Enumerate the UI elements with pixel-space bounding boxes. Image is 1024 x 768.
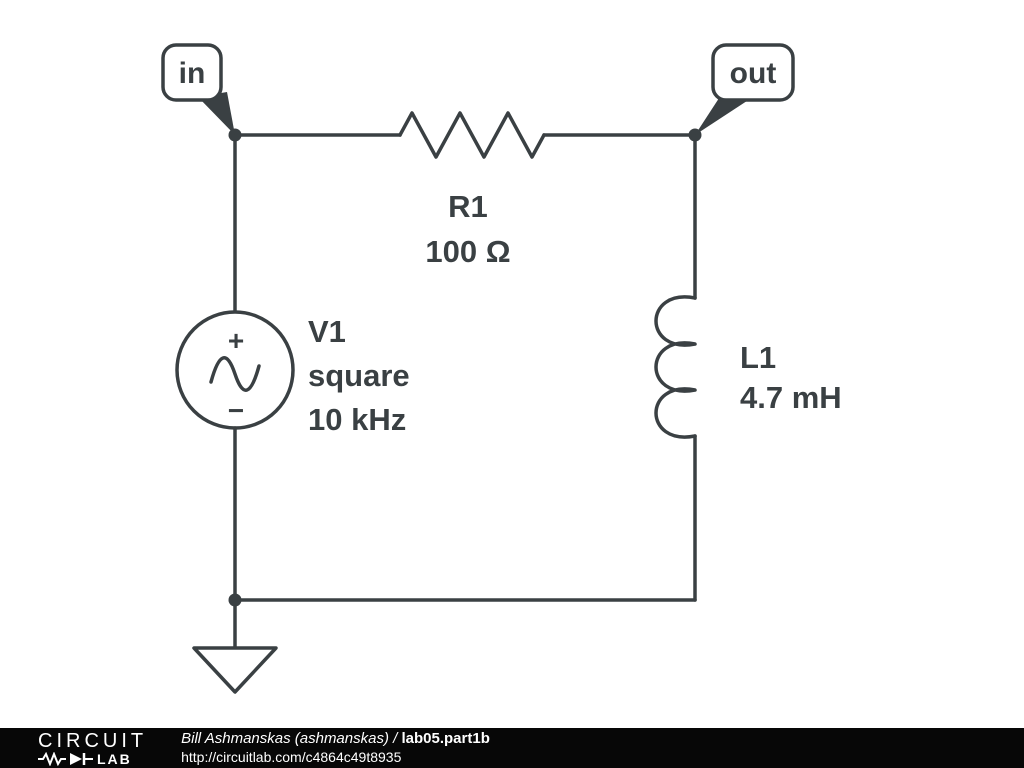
source-waveform: square xyxy=(308,358,410,393)
node-label-in-text: in xyxy=(179,57,206,90)
footer-separator: / xyxy=(388,729,402,747)
footer-meta: Bill Ashmanskas (ashmanskas) / lab05.par… xyxy=(181,730,490,766)
footer-bar: CIRCUIT LAB Bill Ashmanskas (ashmanskas)… xyxy=(0,728,1024,768)
sine-wave-icon xyxy=(209,356,261,392)
junction-dot xyxy=(228,593,242,607)
footer-schematic-title: lab05.part1b xyxy=(401,729,490,747)
node-label-in: in xyxy=(161,43,235,135)
source-plus-sign: + xyxy=(228,325,244,356)
resistor-name: R1 xyxy=(448,189,488,224)
footer-url: http://circuitlab.com/c4864c49t8935 xyxy=(181,748,402,765)
node-label-out-tail xyxy=(695,92,753,135)
node-label-in-box xyxy=(161,43,223,102)
source-name: V1 xyxy=(308,314,346,349)
footer-author: Bill Ashmanskas (ashmanskas) xyxy=(181,729,389,747)
node-label-out-box xyxy=(711,43,795,102)
ground-symbol xyxy=(192,646,278,694)
resistor-value: 100 Ω xyxy=(425,234,510,269)
circuitlab-logo-bottom: LAB xyxy=(38,750,147,767)
source-minus-sign: − xyxy=(228,395,244,426)
node-label-out-text: out xyxy=(730,57,777,90)
circuitlab-logo-lab-text: LAB xyxy=(97,750,132,767)
schematic-canvas: in out + − R1 100 Ω V1 square 10 kHz L1 … xyxy=(161,43,842,694)
node-label-out: out xyxy=(695,43,795,135)
inductor-name: L1 xyxy=(740,340,776,375)
resistor-squiggle-icon xyxy=(38,751,93,766)
footer-attribution-line: Bill Ashmanskas (ashmanskas) / lab05.par… xyxy=(181,730,490,749)
inductor-value: 4.7 mH xyxy=(740,380,842,415)
source-frequency: 10 kHz xyxy=(308,402,406,437)
node-label-in-tail xyxy=(198,92,235,135)
circuitlab-logo: CIRCUIT LAB xyxy=(38,731,147,766)
inductor-symbol xyxy=(654,295,697,439)
resistor-symbol xyxy=(398,111,546,159)
circuitlab-logo-top-text: CIRCUIT xyxy=(38,729,148,752)
